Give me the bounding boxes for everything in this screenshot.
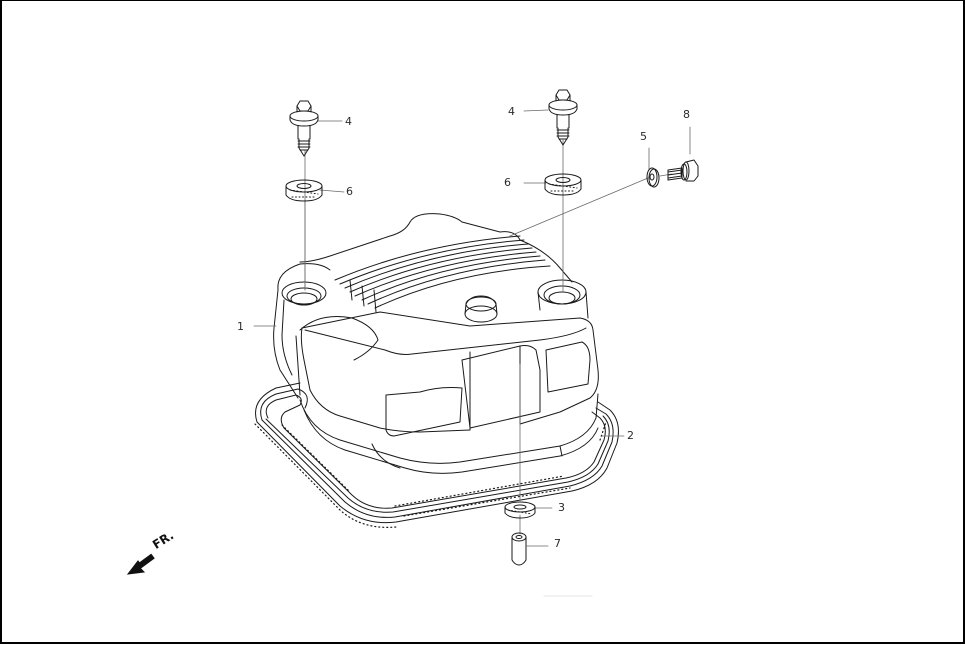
callout-2: 2 <box>627 429 634 442</box>
dowel-pin-part <box>511 532 527 566</box>
callout-4-right: 4 <box>508 105 515 118</box>
small-washer-part <box>646 167 660 188</box>
cylinder-head-cover-part <box>273 213 599 474</box>
bolt-left-part <box>289 100 319 157</box>
rubber-washer-right-part <box>544 173 582 196</box>
callout-6-right: 6 <box>504 176 511 189</box>
small-bolt-part <box>667 159 699 182</box>
bolt-right-part <box>548 89 578 146</box>
callout-8: 8 <box>683 108 690 121</box>
callout-1: 1 <box>237 320 244 333</box>
callout-5: 5 <box>640 130 647 143</box>
assembly-lines <box>253 109 691 547</box>
arrow-down-left-icon <box>126 553 155 575</box>
callout-6-left: 6 <box>346 185 353 198</box>
rubber-washer-left-part <box>285 179 323 202</box>
callout-7: 7 <box>554 537 561 550</box>
washer-lower-part <box>504 501 536 519</box>
callout-3: 3 <box>558 501 565 514</box>
callout-4-left: 4 <box>345 115 352 128</box>
